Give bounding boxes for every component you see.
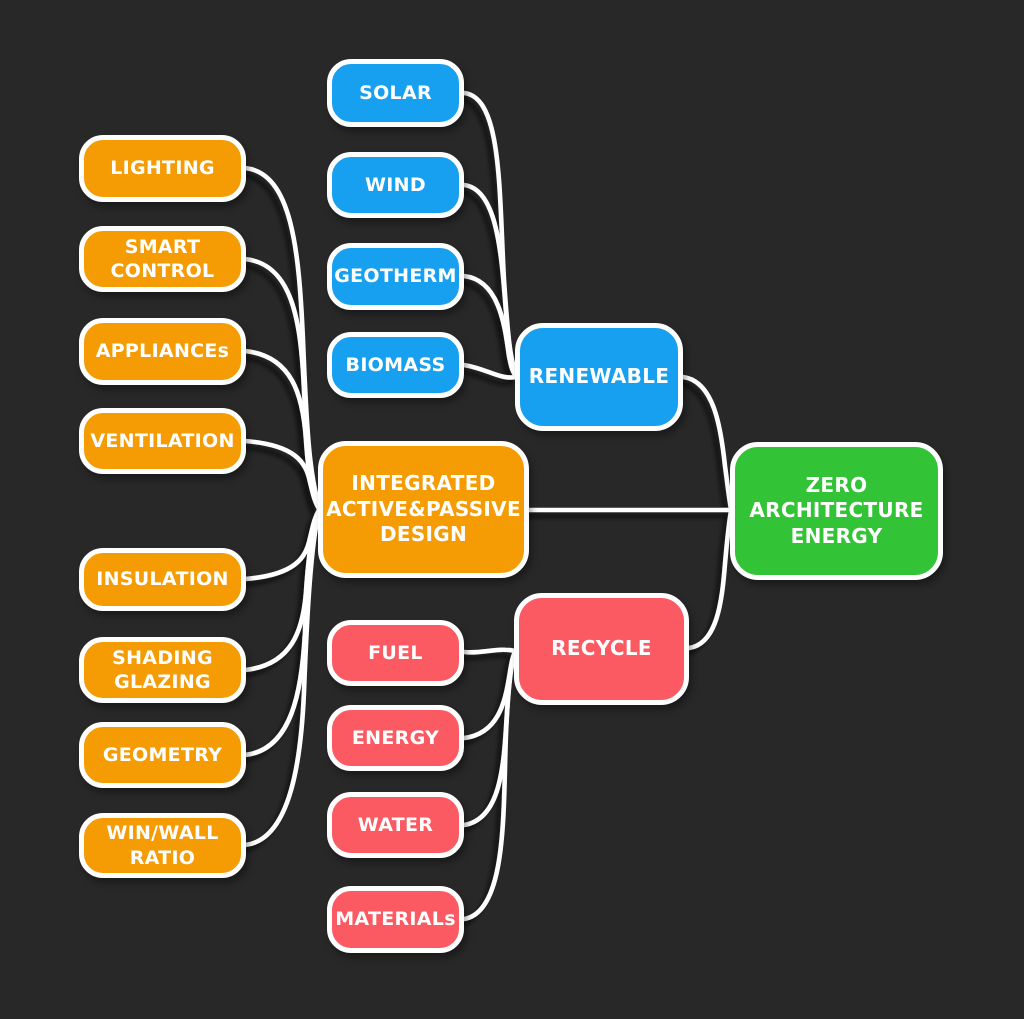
node-recycle: RECYCLE xyxy=(514,593,689,705)
node-label: ZERO ARCHITECTURE ENERGY xyxy=(749,472,924,548)
edge-materials-recycle xyxy=(461,650,518,922)
node-label: GEOMETRY xyxy=(102,743,223,766)
node-label: VENTILATION xyxy=(90,429,235,452)
node-label: RECYCLE xyxy=(551,636,652,661)
node-label: WIN/WALL RATIO xyxy=(106,822,219,869)
node-appliances: APPLIANCEs xyxy=(79,318,246,385)
node-materials: MATERIALs xyxy=(327,886,464,953)
node-geometry: GEOMETRY xyxy=(79,722,246,788)
node-geotherm: GEOTHERM xyxy=(327,243,464,310)
connector-lines xyxy=(242,90,734,922)
node-biomass: BIOMASS xyxy=(327,332,464,398)
node-integrated-design: INTEGRATED ACTIVE&PASSIVE DESIGN xyxy=(318,441,529,578)
edge-win-wall-ratio-integrated xyxy=(242,509,322,848)
node-label: BIOMASS xyxy=(345,353,446,376)
node-label: LIGHTING xyxy=(110,157,215,180)
node-energy: ENERGY xyxy=(327,705,464,771)
node-wind: WIND xyxy=(327,152,464,218)
node-win-wall-ratio: WIN/WALL RATIO xyxy=(79,813,246,878)
edge-ventilation-integrated xyxy=(242,438,322,512)
node-insulation: INSULATION xyxy=(79,548,246,611)
node-label: MATERIALs xyxy=(335,908,456,931)
node-solar: SOLAR xyxy=(327,59,464,127)
node-label: INSULATION xyxy=(96,568,229,591)
node-label: GEOTHERM xyxy=(334,265,457,288)
node-label: FUEL xyxy=(368,641,423,664)
edge-recycle-zero xyxy=(686,508,734,651)
node-label: SOLAR xyxy=(359,81,432,104)
node-shading-glazing: SHADING GLAZING xyxy=(79,637,246,703)
node-label: SHADING GLAZING xyxy=(112,646,213,693)
node-label: WATER xyxy=(357,813,434,836)
node-lighting: LIGHTING xyxy=(79,135,246,202)
node-label: RENEWABLE xyxy=(528,364,670,389)
edge-renewable-zero xyxy=(680,374,734,512)
edge-biomass-renewable xyxy=(461,362,519,380)
node-label: APPLIANCEs xyxy=(95,340,230,363)
edge-geotherm-renewable xyxy=(461,273,519,379)
node-zero-architecture-energy: ZERO ARCHITECTURE ENERGY xyxy=(730,442,943,580)
node-label: INTEGRATED ACTIVE&PASSIVE DESIGN xyxy=(326,471,521,547)
node-label: WIND xyxy=(365,173,426,196)
node-ventilation: VENTILATION xyxy=(79,408,246,474)
node-water: WATER xyxy=(327,792,464,858)
node-smart-control: SMART CONTROL xyxy=(79,226,246,292)
edge-fuel-recycle xyxy=(461,647,518,655)
node-fuel: FUEL xyxy=(327,620,464,686)
node-label: ENERGY xyxy=(351,726,440,749)
node-label: SMART CONTROL xyxy=(110,235,215,282)
node-renewable: RENEWABLE xyxy=(515,323,683,431)
